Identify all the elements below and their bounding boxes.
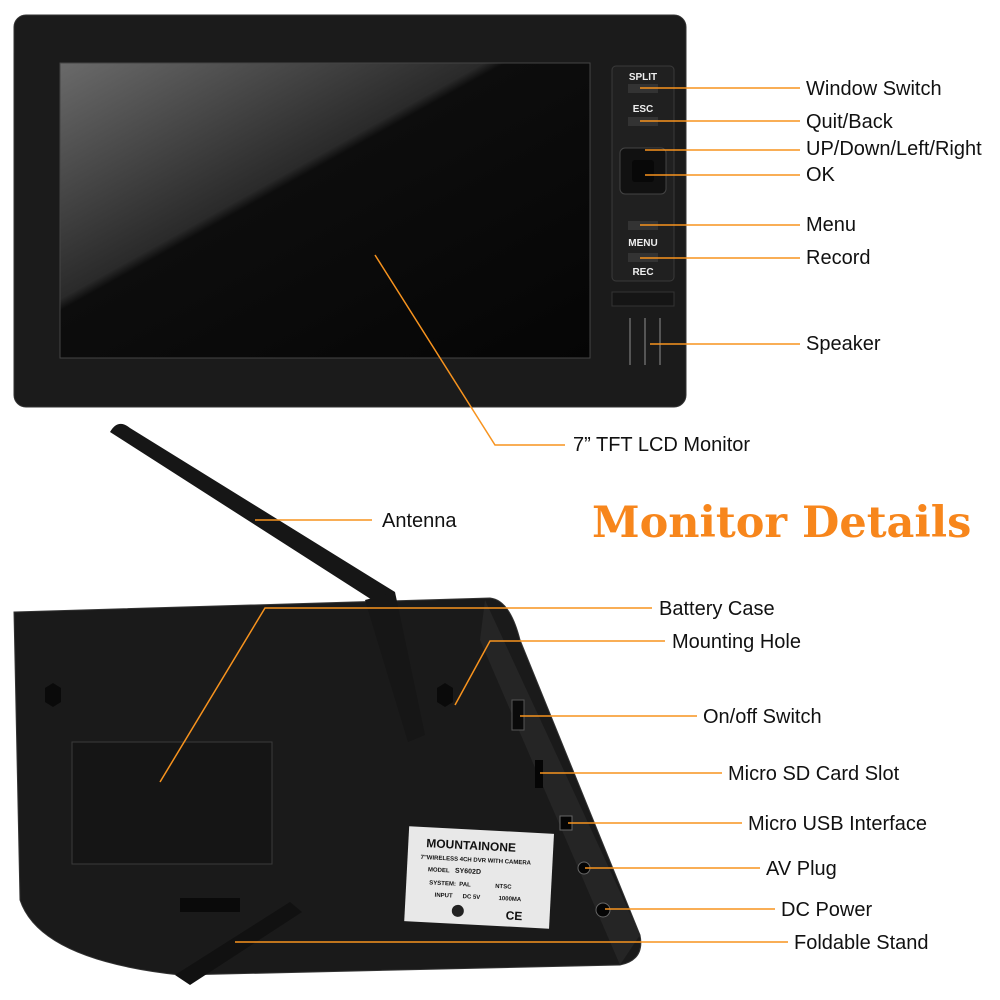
stand-hinge	[180, 898, 240, 912]
antenna[interactable]	[110, 423, 395, 605]
sticker-input: DC 5V	[462, 894, 480, 901]
sticker-ntsc: NTSC	[495, 884, 512, 891]
split-label: SPLIT	[629, 72, 657, 83]
sticker-current: 1000MA	[498, 896, 522, 903]
sticker-line1: 7"WIRELESS 4CH DVR WITH CAMERA	[420, 855, 531, 867]
label-av-plug: AV Plug	[766, 858, 837, 880]
label-stand: Foldable Stand	[794, 932, 929, 954]
mounting-hole-left	[45, 683, 61, 707]
label-record: Record	[806, 247, 871, 269]
label-menu: Menu	[806, 214, 857, 236]
product-label-sticker: MOUNTAINONE 7"WIRELESS 4CH DVR WITH CAME…	[404, 826, 554, 929]
ok-button[interactable]	[632, 160, 654, 182]
label-ok: OK	[806, 164, 835, 186]
mounting-hole-right	[437, 683, 453, 707]
rec-label: REC	[632, 267, 653, 278]
micro-sd-slot	[535, 760, 543, 788]
sticker-brand: MOUNTAINONE	[426, 836, 516, 855]
battery-cover	[71, 741, 273, 865]
label-antenna: Antenna	[382, 510, 457, 532]
sticker-model-label: MODEL	[428, 867, 450, 874]
page-title: Monitor Details	[592, 498, 972, 548]
label-quit-back: Quit/Back	[806, 111, 893, 133]
label-battery-case: Battery Case	[659, 598, 775, 620]
label-onoff-switch: On/off Switch	[703, 706, 822, 728]
menu-label: MENU	[628, 238, 657, 249]
foldable-stand[interactable]	[175, 902, 302, 985]
label-lcd: 7” TFT LCD Monitor	[573, 434, 751, 456]
sticker-ce: CE	[505, 908, 522, 923]
sticker-system-label: SYSTEM:	[429, 880, 456, 887]
label-micro-usb: Micro USB Interface	[748, 813, 927, 835]
esc-label: ESC	[633, 104, 654, 115]
side-edge	[480, 600, 640, 965]
sticker-pal: PAL	[459, 882, 471, 889]
dc-jack	[595, 902, 611, 918]
leader-lines	[159, 87, 800, 943]
sticker-rohs-icon	[451, 904, 464, 917]
led-window	[611, 291, 675, 307]
sticker-input-label: INPUT	[434, 893, 453, 900]
label-mounting-hole: Mounting Hole	[672, 631, 801, 653]
speaker-grille	[629, 318, 661, 365]
label-dc-power: DC Power	[781, 899, 873, 921]
lcd-screen	[59, 62, 591, 359]
label-speaker: Speaker	[806, 333, 881, 355]
antenna-base	[365, 592, 425, 742]
sticker-model: SY602D	[455, 868, 481, 876]
label-direction: UP/Down/Left/Right	[806, 138, 982, 160]
label-window-switch: Window Switch	[806, 78, 942, 100]
power-switch[interactable]	[511, 699, 525, 731]
label-micro-sd: Micro SD Card Slot	[728, 763, 900, 785]
